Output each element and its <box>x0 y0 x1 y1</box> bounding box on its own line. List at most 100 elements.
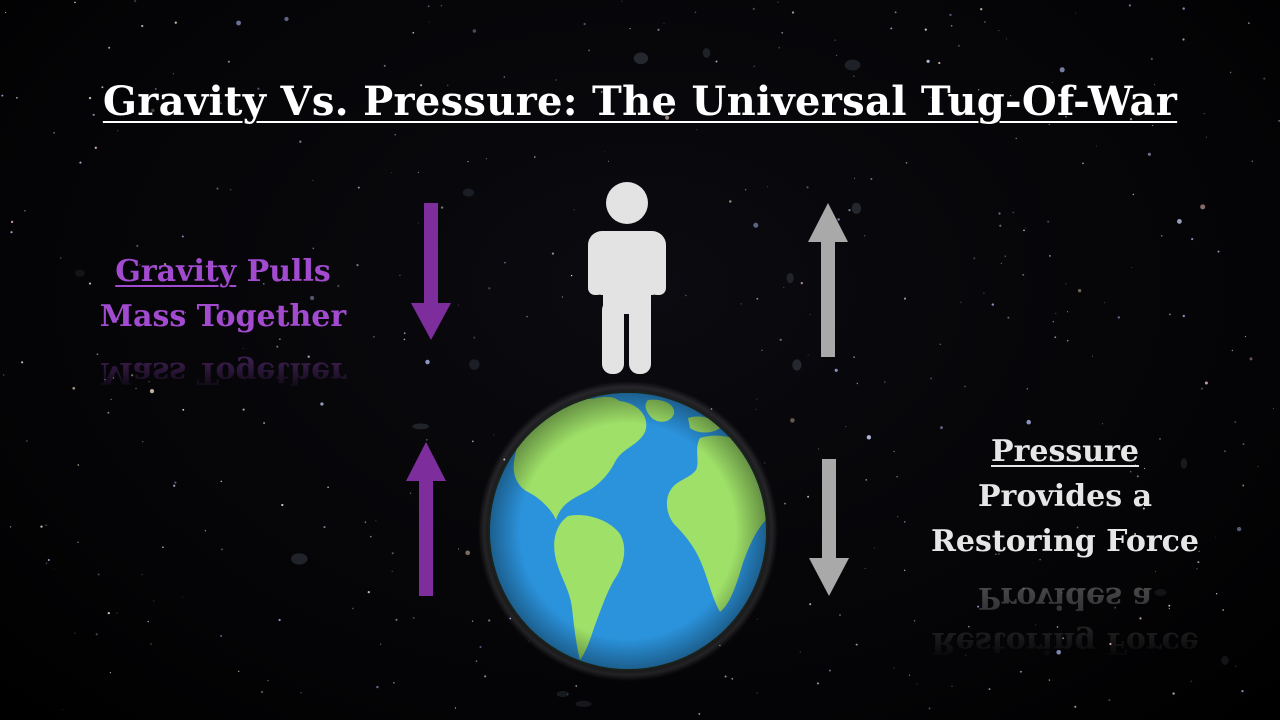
star <box>980 8 983 11</box>
galaxy <box>1180 458 1188 469</box>
star <box>216 187 219 190</box>
star <box>800 281 803 285</box>
star <box>62 709 64 711</box>
star <box>1114 606 1117 609</box>
star <box>151 108 155 113</box>
star <box>1249 357 1253 361</box>
star <box>905 113 907 115</box>
star <box>784 502 786 505</box>
star <box>150 643 152 645</box>
star <box>372 335 375 338</box>
star <box>279 338 281 340</box>
star <box>663 22 665 24</box>
star <box>604 151 606 152</box>
star <box>110 398 112 400</box>
star <box>828 669 831 672</box>
star <box>1012 211 1014 214</box>
star <box>567 693 569 695</box>
star <box>74 1 76 4</box>
star <box>79 161 82 164</box>
star <box>276 345 279 348</box>
star <box>756 297 759 300</box>
arrow-down-icon <box>809 459 849 596</box>
star <box>320 402 324 406</box>
star <box>1231 349 1234 352</box>
star <box>1134 464 1136 466</box>
star <box>391 570 393 572</box>
star <box>855 643 858 646</box>
star <box>872 93 874 95</box>
star <box>777 1 779 3</box>
star <box>834 39 836 41</box>
star <box>973 257 976 260</box>
star <box>999 224 1002 227</box>
star <box>588 49 591 52</box>
star <box>375 520 377 522</box>
star <box>839 614 841 616</box>
star <box>479 645 482 649</box>
star <box>960 301 962 303</box>
star <box>1047 220 1050 223</box>
star <box>77 464 80 466</box>
star <box>856 382 859 385</box>
star <box>698 712 701 715</box>
star <box>92 113 95 116</box>
star <box>949 13 952 17</box>
star <box>1147 152 1152 156</box>
star <box>212 112 214 115</box>
star <box>1 94 4 97</box>
galaxy <box>851 202 862 214</box>
star <box>1169 313 1171 316</box>
star <box>903 297 907 300</box>
galaxy <box>462 188 474 197</box>
star <box>109 672 111 674</box>
star <box>149 388 155 394</box>
star <box>1132 193 1135 196</box>
star <box>1109 642 1112 646</box>
star <box>45 524 47 526</box>
earth-icon <box>478 381 778 681</box>
star <box>924 28 927 31</box>
star <box>116 612 118 614</box>
star <box>447 84 449 86</box>
star <box>440 206 444 209</box>
star <box>809 603 812 606</box>
star <box>835 54 838 57</box>
star <box>97 573 100 576</box>
arrow-up-icon <box>406 442 446 596</box>
pressure-label: Pressure Provides a Restoring Force <box>900 429 1230 564</box>
star <box>1074 705 1077 708</box>
star <box>1117 316 1121 319</box>
star <box>534 156 536 158</box>
star <box>1160 234 1163 237</box>
star <box>261 691 263 693</box>
star <box>1026 419 1031 425</box>
star <box>1134 532 1137 536</box>
star <box>756 618 758 620</box>
star <box>154 87 157 90</box>
star <box>729 200 732 203</box>
star <box>266 319 268 321</box>
star <box>1244 336 1246 338</box>
star <box>471 440 474 443</box>
star <box>182 408 185 411</box>
star <box>1215 593 1218 595</box>
star <box>134 0 137 3</box>
gravity-keyword: Gravity <box>115 254 237 289</box>
star <box>488 619 491 622</box>
star <box>864 567 866 569</box>
star <box>1035 624 1037 626</box>
star <box>107 611 110 615</box>
star <box>551 252 555 255</box>
star <box>141 573 143 576</box>
star <box>1229 71 1232 74</box>
star <box>88 96 92 100</box>
star <box>1222 609 1225 611</box>
galaxy <box>792 359 802 371</box>
star <box>364 521 367 523</box>
star <box>781 31 784 34</box>
galaxy <box>291 553 308 565</box>
pressure-keyword: Pressure <box>991 434 1139 469</box>
star <box>322 95 323 97</box>
star <box>153 600 155 602</box>
